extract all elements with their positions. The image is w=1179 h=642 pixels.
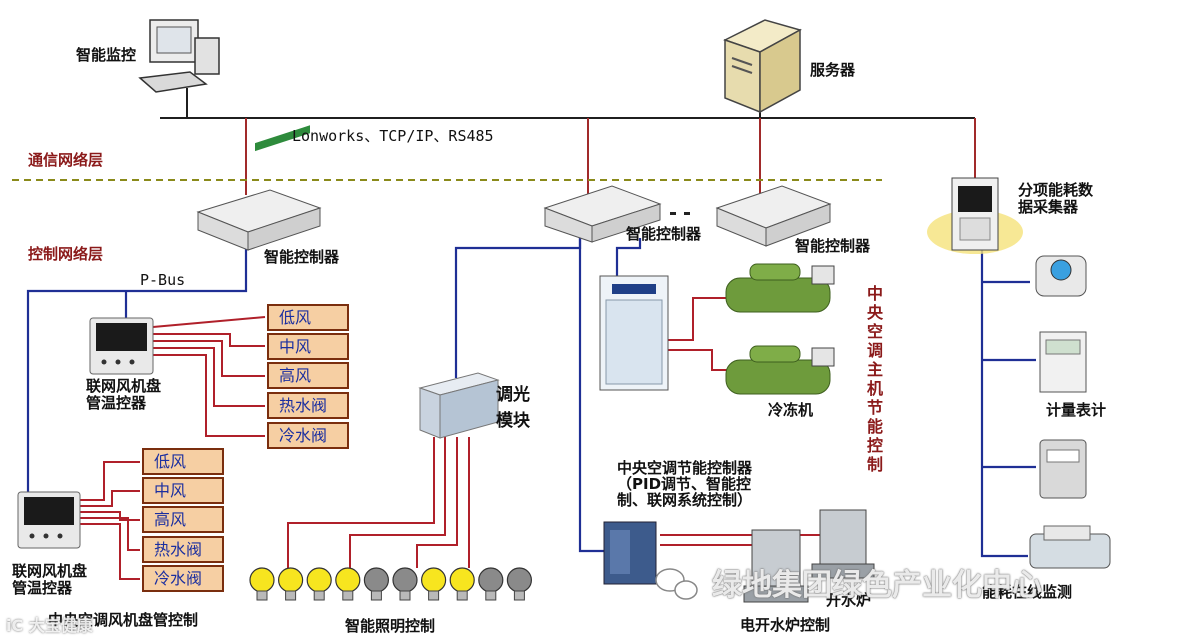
light-bulb-icon (421, 567, 447, 601)
label-chiller: 冷冻机 (768, 401, 814, 419)
fcu2-output-mid: 中风 (142, 477, 224, 504)
label-fcu-2: 联网风机盘 管温控器 (12, 562, 88, 597)
fcu2-output-hot-valve: 热水阀 (142, 536, 224, 563)
controller-module-icon (196, 125, 322, 251)
label-central-ac-vertical: 中央空调主机节能控制 (866, 284, 883, 474)
label-smart-monitor: 智能监控 (76, 46, 137, 64)
dimmer-module-icon (418, 372, 500, 439)
wechat-icon (655, 568, 698, 600)
thermostat-panel-icon (89, 317, 154, 375)
light-bulb-icon (506, 567, 533, 601)
server-tower-icon (723, 19, 802, 114)
chiller-unit-icon (725, 345, 835, 395)
label-controller-2: 智能控制器 (626, 225, 702, 243)
label-boiler: 开水炉 (826, 591, 872, 609)
label-dimmer: 调光 模块 (496, 385, 530, 431)
electric-meter-icon (1039, 331, 1087, 393)
fcu2-output-cold-valve: 冷水阀 (142, 565, 224, 592)
lamps-row (249, 567, 533, 601)
chiller-unit-icon (725, 263, 835, 313)
label-pbus: P-Bus (140, 271, 186, 289)
label-footer-lighting: 智能照明控制 (345, 617, 436, 635)
label-energy-online: 能耗在线监测 (982, 583, 1073, 601)
label-protocols: Lonworks、TCP/IP、RS485 (292, 127, 494, 145)
label-meter: 计量表计 (1046, 401, 1107, 419)
light-bulb-icon (363, 567, 389, 601)
label-central-controller: 中央空调节能控制器 （PID调节、智能控 制、联网系统控制） (617, 459, 753, 509)
gas-meter-icon (1039, 439, 1087, 499)
label-controller-1: 智能控制器 (264, 248, 340, 266)
fcu1-output-cold-valve: 冷水阀 (267, 422, 349, 449)
light-bulb-icon (278, 567, 304, 601)
watermark-small: iC 大宝健康 (6, 616, 93, 635)
controller-module-icon (543, 185, 662, 243)
light-bulb-icon (449, 567, 475, 601)
label-fcu-1: 联网风机盘 管温控器 (86, 377, 162, 412)
fcu2-output-low: 低风 (142, 448, 224, 475)
controller-module-icon (715, 185, 832, 247)
water-boiler-icon (811, 509, 875, 579)
label-control-layer: 控制网络层 (28, 245, 104, 263)
flow-meter-icon (1029, 525, 1111, 569)
desktop-computer-icon (138, 19, 220, 93)
label-controller-3: 智能控制器 (795, 237, 871, 255)
label-comm-layer: 通信网络层 (28, 151, 104, 169)
label-footer-boiler: 电开水炉控制 (740, 616, 831, 634)
data-collector-icon (927, 177, 1023, 254)
light-bulb-icon (392, 567, 418, 601)
fcu1-output-high: 高风 (267, 362, 349, 389)
water-meter-icon (1035, 255, 1087, 297)
fcu1-output-hot-valve: 热水阀 (267, 392, 349, 419)
fcu2-output-high: 高风 (142, 506, 224, 533)
controller-module-icon (603, 521, 657, 585)
light-bulb-icon (478, 567, 504, 601)
control-cabinet-icon (599, 275, 669, 391)
water-boiler-icon (743, 529, 809, 603)
light-bulb-icon (306, 567, 332, 601)
light-bulb-icon (249, 567, 275, 601)
fcu1-output-low: 低风 (267, 304, 349, 331)
light-bulb-icon (335, 567, 361, 601)
thermostat-panel-icon (17, 491, 81, 549)
fcu1-output-mid: 中风 (267, 333, 349, 360)
watermark-text: 绿地集团绿色产业化中心 (712, 568, 1042, 603)
label-footer-fcu: 中央空调风机盘管控制 (48, 611, 199, 629)
pbus-line (26, 248, 248, 497)
label-server: 服务器 (810, 61, 856, 79)
label-data-collector: 分项能耗数 据采集器 (1018, 181, 1094, 216)
